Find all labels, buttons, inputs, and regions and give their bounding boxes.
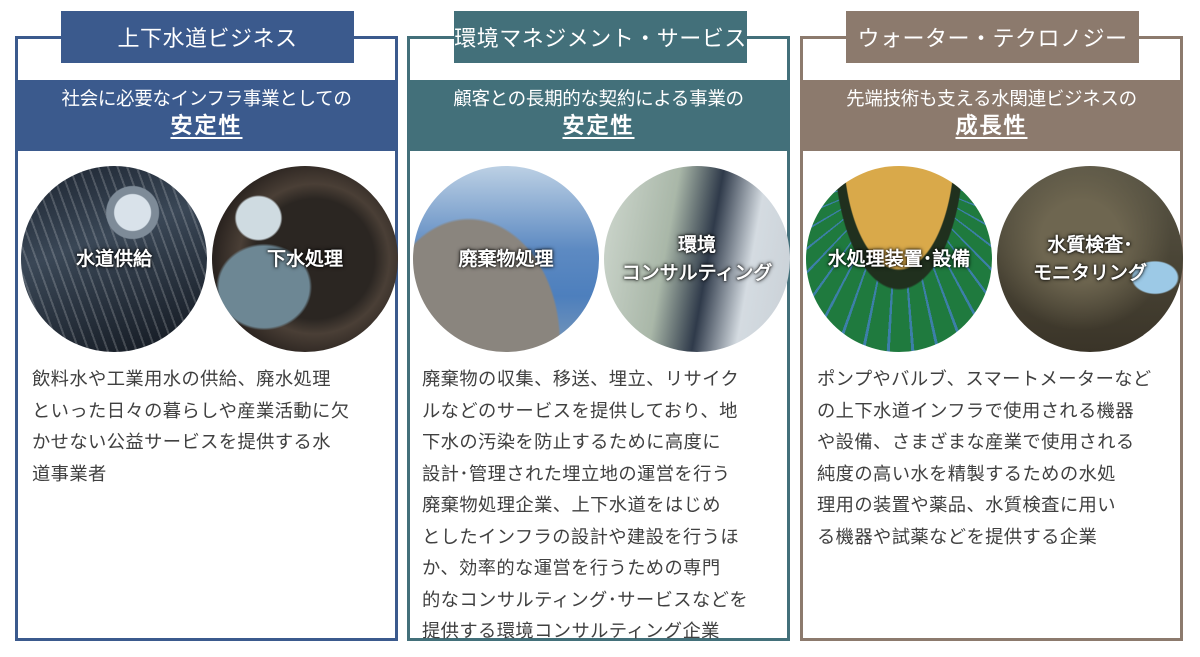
description-line: 純度の高い水を精製するための水処: [817, 463, 1116, 485]
panel-environmental-management: 顧客との長期的な契約による事業の 安定性 廃棄物処理 環境 コンサルティング 廃…: [407, 36, 790, 642]
description-line: 的なコンサルティング･サービスなどを: [422, 589, 749, 611]
description-line: 飲料水や工業用水の供給、廃水処理: [32, 369, 331, 390]
tab-water-technology: ウォーター・テクロノジー: [846, 11, 1139, 63]
description-line: かせない公益サービスを提供する水: [32, 432, 331, 453]
description-line: ルなどのサービスを提供しており、地: [422, 400, 738, 422]
description-line: る機器や試薬などを提供する企業: [817, 526, 1098, 548]
circle-label: 廃棄物処理: [458, 248, 554, 270]
subtitle-keyword: 成長性: [955, 114, 1028, 139]
tab-water-utilities: 上下水道ビジネス: [61, 11, 354, 63]
shower-water-photo-icon: 水道供給: [21, 166, 207, 352]
description-line: としたインフラの設計や建設を行うほ: [422, 526, 740, 548]
panel-water-technology: 先端技術も支える水関連ビジネスの 成長性 水処理装置･設備 水質検査･ モニタリ…: [800, 36, 1183, 641]
circle-label: 環境 コンサルティング: [621, 234, 773, 284]
sewer-pipe-photo-icon: 下水処理: [212, 166, 398, 352]
photo-circles: 水道供給 下水処理: [18, 166, 398, 352]
description-line: ポンプやバルブ、スマートメーターなど: [817, 369, 1152, 390]
description-line: か、効率的な運営を行うための専門: [422, 558, 721, 579]
subtitle-keyword: 安定性: [562, 114, 635, 139]
consultant-tablet-photo-icon: 環境 コンサルティング: [604, 166, 790, 352]
circle-label: 下水処理: [266, 248, 343, 270]
water-treatment-plant-photo-icon: 水処理装置･設備: [806, 166, 992, 352]
description-line: といった日々の暮らしや産業活動に欠: [32, 400, 350, 422]
subtitle-band: 顧客との長期的な契約による事業の 安定性: [410, 80, 787, 151]
description-line: 理用の装置や薬品、水質検査に用い: [817, 495, 1116, 516]
subtitle-keyword: 安定性: [170, 114, 243, 139]
circle-label: 水道供給: [75, 248, 152, 270]
description-line: 廃棄物処理企業、上下水道をはじめ: [422, 495, 721, 516]
subtitle-text: 社会に必要なインフラ事業としての: [61, 89, 352, 110]
description: ポンプやバルブ、スマートメーターなど の上下水道インフラで使用される機器 や設備…: [817, 364, 1172, 553]
description: 廃棄物の収集、移送、埋立、リサイク ルなどのサービスを提供しており、地 下水の汚…: [422, 364, 779, 648]
description-line: 設計･管理された埋立地の運営を行う: [422, 463, 731, 485]
subtitle-text: 顧客との長期的な契約による事業の: [453, 89, 744, 110]
subtitle-band: 先端技術も支える水関連ビジネスの 成長性: [803, 80, 1180, 151]
circle-label: 水質検査･ モニタリング: [1032, 234, 1147, 284]
subtitle-text: 先端技術も支える水関連ビジネスの: [846, 89, 1137, 110]
photo-circles: 廃棄物処理 環境 コンサルティング: [410, 166, 790, 352]
description-line: や設備、さまざまな産業で使用される: [817, 432, 1135, 453]
description-line: 下水の汚染を防止するために高度に: [422, 432, 721, 453]
water-sampling-photo-icon: 水質検査･ モニタリング: [997, 166, 1183, 352]
circle-label: 水処理装置･設備: [827, 248, 971, 270]
description: 飲料水や工業用水の供給、廃水処理 といった日々の暮らしや産業活動に欠 かせない公…: [32, 364, 387, 490]
panel-water-utilities: 社会に必要なインフラ事業としての 安定性 水道供給 下水処理 飲料水や工業用水の…: [15, 36, 398, 641]
photo-circles: 水処理装置･設備 水質検査･ モニタリング: [803, 166, 1183, 352]
tab-environmental-management: 環境マネジメント・サービス: [454, 11, 747, 63]
description-line: 提供する環境コンサルティング企業: [422, 621, 720, 642]
description-line: 廃棄物の収集、移送、埋立、リサイク: [422, 369, 740, 390]
subtitle-band: 社会に必要なインフラ事業としての 安定性: [18, 80, 395, 151]
waste-landfill-photo-icon: 廃棄物処理: [413, 166, 599, 352]
description-line: 道事業者: [32, 463, 107, 485]
description-line: の上下水道インフラで使用される機器: [817, 400, 1135, 422]
